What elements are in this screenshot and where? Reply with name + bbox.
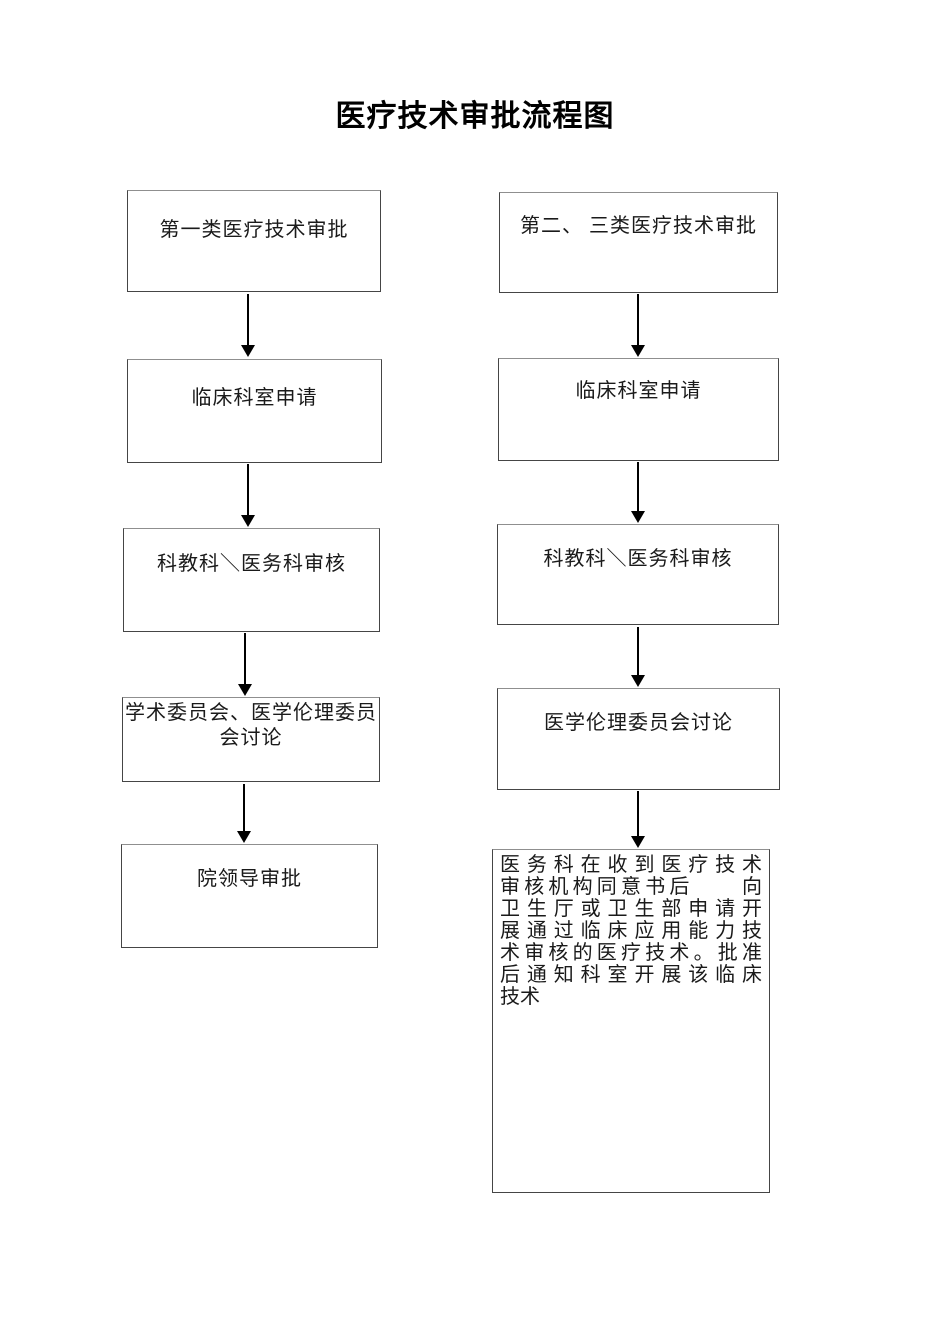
arrow-line	[247, 294, 249, 347]
flow-box-clinical-dept-application-right: 临床科室申请	[498, 358, 779, 461]
arrow-line	[637, 791, 639, 838]
flow-box-label: 院领导审批	[197, 868, 302, 890]
flow-box-label: 学术委员会、医学伦理委员会讨论	[125, 702, 377, 749]
flow-box-dept-review-right: 科教科＼医务科审核	[497, 524, 779, 625]
note-line: 医务科在收到医疗技术	[500, 854, 762, 876]
flow-box-label: 第二、 三类医疗技术审批	[520, 215, 757, 237]
flow-box-label: 临床科室申请	[191, 387, 318, 409]
arrow-head	[237, 831, 251, 843]
flow-box-label: 临床科室申请	[575, 380, 702, 402]
flow-box-label: 医学伦理委员会讨论	[544, 712, 733, 734]
note-line: 卫生厅或卫生部申请开	[500, 898, 762, 920]
note-line: 术审核的医疗技术。批准	[500, 942, 762, 964]
flow-box-category2-3-approval: 第二、 三类医疗技术审批	[499, 192, 778, 293]
arrow-head	[241, 345, 255, 357]
flow-box-label: 第一类医疗技术审批	[159, 219, 349, 241]
flow-box-category1-approval: 第一类医疗技术审批	[127, 190, 381, 292]
down-arrow-icon	[631, 462, 645, 523]
down-arrow-icon	[241, 294, 255, 357]
down-arrow-icon	[237, 784, 251, 843]
down-arrow-icon	[238, 633, 252, 696]
down-arrow-icon	[241, 464, 255, 527]
arrow-head	[631, 511, 645, 523]
flow-box-dept-review-left: 科教科＼医务科审核	[123, 528, 380, 632]
arrow-line	[637, 627, 639, 677]
note-line: 展通过临床应用能力技	[500, 920, 762, 942]
arrow-head	[631, 675, 645, 687]
flow-box-label: 科教科＼医务科审核	[157, 553, 346, 575]
flow-box-committee-discussion-left: 学术委员会、医学伦理委员会讨论	[122, 697, 380, 782]
arrow-line	[637, 462, 639, 513]
note-line: 审核机构同意书后 向	[500, 876, 762, 898]
arrow-line	[247, 464, 249, 517]
arrow-head	[241, 515, 255, 527]
down-arrow-icon	[631, 791, 645, 848]
down-arrow-icon	[631, 294, 645, 357]
flow-box-clinical-dept-application-left: 临床科室申请	[127, 359, 382, 463]
arrow-head	[631, 345, 645, 357]
arrow-line	[243, 784, 245, 833]
arrow-head	[238, 684, 252, 696]
flow-box-label: 科教科＼医务科审核	[543, 548, 733, 570]
flow-box-ethics-committee-discussion: 医学伦理委员会讨论	[497, 688, 780, 790]
flow-box-final-application-note: 医务科在收到医疗技术 审核机构同意书后 向 卫生厅或卫生部申请开 展通过临床应用…	[492, 849, 770, 1193]
note-line: 后通知科室开展该临床	[500, 964, 762, 986]
arrow-line	[244, 633, 246, 686]
down-arrow-icon	[631, 627, 645, 687]
arrow-head	[631, 836, 645, 848]
arrow-line	[637, 294, 639, 347]
flow-box-leadership-approval: 院领导审批	[121, 844, 378, 948]
note-line: 技术	[500, 986, 540, 1008]
flowchart-title: 医疗技术审批流程图	[335, 100, 615, 133]
